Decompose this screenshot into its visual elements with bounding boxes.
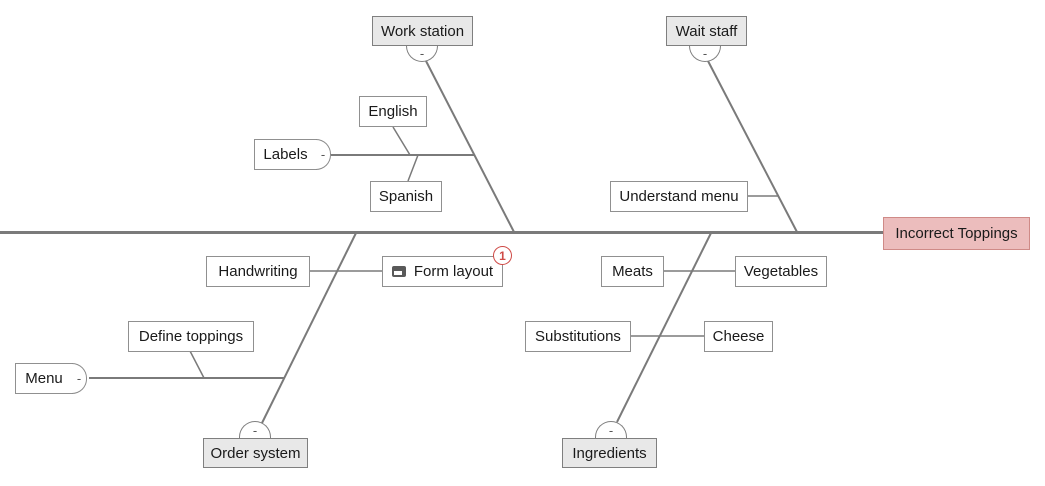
cause-label: Meats bbox=[612, 263, 653, 280]
category-box-order-system[interactable]: Order system bbox=[203, 438, 308, 468]
cause-box-form-layout[interactable]: Form layout bbox=[382, 256, 503, 287]
minus-glyph: - bbox=[252, 422, 258, 438]
spanish-connector[interactable] bbox=[407, 154, 419, 182]
bone-wait-staff[interactable] bbox=[707, 60, 798, 233]
bone-ingredients[interactable] bbox=[616, 232, 712, 423]
define-toppings-connector[interactable] bbox=[189, 350, 205, 379]
effect-box-incorrect-toppings[interactable]: Incorrect Toppings bbox=[883, 217, 1030, 250]
cause-label: Cheese bbox=[712, 328, 765, 345]
cause-tag-labels[interactable]: Labels bbox=[254, 139, 317, 170]
category-label: Wait staff bbox=[675, 22, 738, 40]
cause-label: English bbox=[368, 103, 418, 120]
cause-box-english[interactable]: English bbox=[359, 96, 427, 127]
cause-box-vegetables[interactable]: Vegetables bbox=[735, 256, 827, 287]
cause-label: Substitutions bbox=[535, 328, 621, 345]
minus-glyph: - bbox=[320, 147, 326, 162]
cause-box-handwriting[interactable]: Handwriting bbox=[206, 256, 310, 287]
cause-label: Menu bbox=[25, 370, 63, 387]
cause-box-define-toppings[interactable]: Define toppings bbox=[128, 321, 254, 352]
cause-label: Form layout bbox=[413, 263, 494, 280]
cause-label: Labels bbox=[263, 146, 308, 163]
cause-box-spanish[interactable]: Spanish bbox=[370, 181, 442, 212]
category-label: Work station bbox=[380, 22, 465, 40]
cause-label: Understand menu bbox=[619, 188, 739, 205]
minus-glyph: - bbox=[76, 371, 82, 386]
category-label: Order system bbox=[210, 444, 301, 462]
category-box-work-station[interactable]: Work station bbox=[372, 16, 473, 46]
minus-glyph: - bbox=[419, 46, 425, 61]
category-box-ingredients[interactable]: Ingredients bbox=[562, 438, 657, 468]
english-connector[interactable] bbox=[392, 126, 411, 156]
minus-glyph: - bbox=[702, 46, 708, 61]
cause-box-cheese[interactable]: Cheese bbox=[704, 321, 773, 352]
category-label: Ingredients bbox=[572, 444, 647, 462]
cause-label: Handwriting bbox=[218, 263, 298, 280]
cause-box-understand-menu[interactable]: Understand menu bbox=[610, 181, 748, 212]
cause-box-substitutions[interactable]: Substitutions bbox=[525, 321, 631, 352]
bone-work-station[interactable] bbox=[425, 60, 515, 233]
cause-tag-menu[interactable]: Menu bbox=[15, 363, 73, 394]
cause-label: Spanish bbox=[378, 188, 434, 205]
cause-label: Vegetables bbox=[743, 263, 819, 280]
cause-box-meats[interactable]: Meats bbox=[601, 256, 664, 287]
minus-glyph: - bbox=[608, 422, 614, 438]
cause-label: Define toppings bbox=[138, 328, 244, 345]
comment-count-badge[interactable]: 1 bbox=[493, 246, 512, 265]
category-box-wait-staff[interactable]: Wait staff bbox=[666, 16, 747, 46]
effect-label: Incorrect Toppings bbox=[895, 225, 1018, 242]
comment-icon bbox=[391, 266, 406, 277]
bone-order-system[interactable] bbox=[261, 232, 357, 424]
